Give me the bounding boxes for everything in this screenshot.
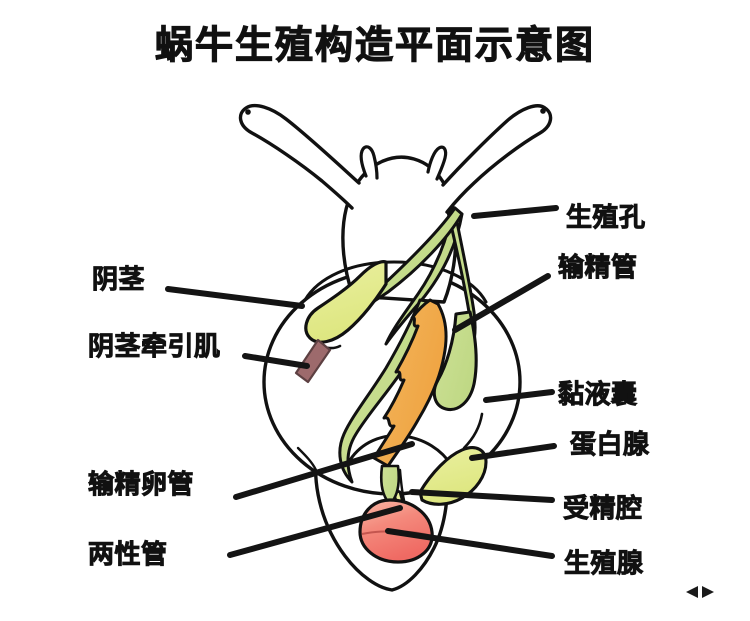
page-title: 蜗牛生殖构造平面示意图 [154, 22, 595, 67]
leader-mucus-sac [483, 389, 555, 403]
tentacle-right [441, 104, 553, 214]
leader-hermaphroditic-duct [227, 505, 403, 558]
leader-gonad [385, 528, 555, 559]
leader-penis [165, 286, 305, 309]
label-mucus-sac: 黏液囊 [558, 380, 638, 410]
leader-penis-retractor-muscle [242, 353, 310, 369]
tentacle-right-eye [540, 108, 546, 114]
spermoviduct-orange [372, 298, 448, 468]
label-seminal-receptacle: 受精腔 [563, 494, 643, 524]
label-gonad: 生殖腺 [564, 549, 644, 579]
leader-lines [165, 205, 559, 559]
label-albumen-gland: 蛋白腺 [570, 430, 650, 460]
tentacle-left-eye [245, 109, 251, 115]
leader-vas-deferens [452, 273, 551, 333]
tentacle-left [238, 103, 361, 210]
leader-albumen-gland [469, 443, 557, 461]
lower-tentacle-right [426, 145, 448, 181]
penis-organ [304, 260, 388, 344]
mucus-sac-organ [432, 310, 478, 412]
leader-seminal-receptacle [409, 489, 555, 503]
leader-spermoviduct [233, 441, 415, 500]
reproductive-organs [294, 206, 488, 564]
leader-genital-pore [471, 205, 559, 219]
body-contour-right [462, 412, 484, 450]
lower-tentacle-left [359, 145, 379, 180]
watermark-icon [686, 586, 714, 598]
label-hermaphroditic-duct: 两性管 [88, 540, 168, 570]
body-contour-left-mid [296, 446, 318, 472]
label-penis-retractor-muscle: 阴茎牵引肌 [88, 332, 221, 362]
label-genital-pore: 生殖孔 [566, 203, 646, 233]
label-vas-deferens: 输精管 [558, 253, 638, 283]
label-spermoviduct: 输精卵管 [88, 470, 195, 500]
penis-retractor-organ [294, 338, 332, 384]
label-penis: 阴茎 [92, 265, 146, 295]
albumen-gland-organ [418, 446, 488, 506]
